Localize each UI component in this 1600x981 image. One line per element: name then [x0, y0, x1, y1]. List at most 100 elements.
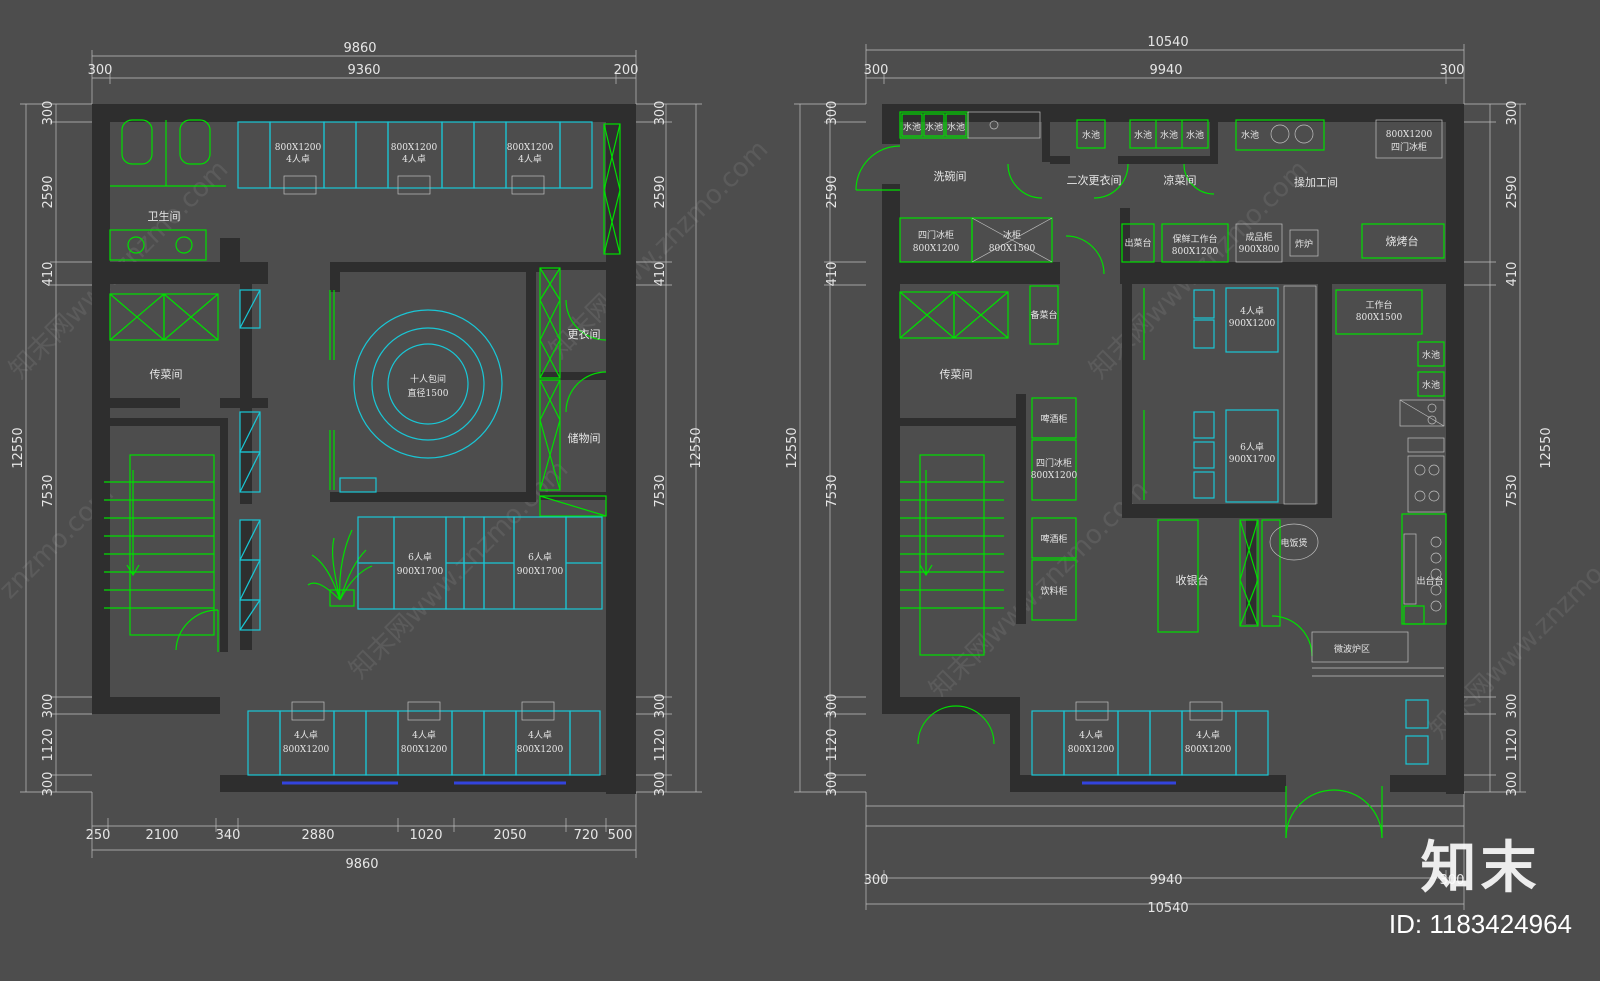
table-size-label: 800X1200 — [283, 745, 330, 755]
table-seats-label: 4人卓 — [1079, 729, 1103, 741]
sink-label: 水池 — [1082, 129, 1100, 141]
pass-table — [1121, 223, 1155, 263]
dim-top-total: 9860 — [343, 41, 376, 56]
toilet-icon — [121, 119, 153, 165]
table-size-label: 900X1700 — [397, 567, 444, 577]
microwave-label: 微波炉区 — [1334, 643, 1370, 655]
left-floor-plan: 9860 300 9360 200 12550 300 2590 410 753… — [11, 41, 704, 872]
stair-outline — [919, 454, 985, 656]
table-seats-label: 6人卓 — [408, 551, 432, 563]
dim-top: 200 — [614, 63, 639, 78]
left-staircase — [104, 454, 219, 652]
sink-unit — [1076, 119, 1106, 149]
fryer-label: 炸炉 — [1295, 238, 1313, 250]
room-label-toilet: 卫生间 — [148, 209, 181, 223]
right-walls — [882, 104, 1464, 794]
beer-cabinet-label: 啤酒柜 — [1040, 533, 1067, 545]
dim-side: 300 — [825, 101, 840, 126]
room-label-dish-wash: 洗碗间 — [934, 169, 967, 183]
left-private-room: 十人包间 直径1500 — [329, 290, 503, 493]
dim-side: 7530 — [825, 474, 840, 507]
table-seats-label: 4人卓 — [1196, 729, 1220, 741]
rice-cooker-label: 电饭煲 — [1280, 537, 1307, 549]
chair-icon — [511, 175, 545, 195]
room-label-second-change: 二次更衣间 — [1067, 173, 1122, 187]
dim-side: 300 — [653, 694, 668, 719]
room-label-serving: 传菜间 — [150, 368, 183, 381]
left-dimensions: 9860 300 9360 200 12550 300 2590 410 753… — [11, 41, 704, 872]
beer-cabinet-label: 啤酒柜 — [1040, 413, 1067, 425]
grill-label: 烧烤台 — [1386, 234, 1419, 248]
sink-unit — [1417, 371, 1445, 397]
door-swing — [1271, 615, 1313, 657]
dim-side: 300 — [1505, 101, 1520, 126]
right-serving-room: 备菜台 传菜间 — [899, 285, 1059, 381]
dim-side: 300 — [41, 772, 56, 797]
brand-id-text: ID: 1183424964 — [1388, 909, 1572, 939]
counter-label: 出台台 — [1416, 575, 1443, 587]
chair-icon — [291, 701, 325, 721]
sink-label: 水池 — [903, 121, 921, 133]
dim-side: 410 — [825, 262, 840, 287]
sink-label: 水池 — [1160, 129, 1178, 141]
stair-arrow-icon — [919, 564, 933, 577]
table-size-label: 800X1200 — [1068, 745, 1115, 755]
rice-cooker-icon — [1269, 523, 1319, 561]
room-label-storage: 储物间 — [568, 431, 601, 445]
sink-icon — [127, 236, 145, 254]
room-label-changing: 更衣间 — [568, 327, 601, 341]
dim-top: 300 — [864, 63, 889, 78]
dim-side: 300 — [653, 772, 668, 797]
table-size-label: 800X1200 — [275, 143, 322, 153]
beverage-cabinet-label: 饮料柜 — [1040, 585, 1067, 597]
dim-side: 410 — [41, 262, 56, 287]
table-seats-label: 4人卓 — [528, 729, 552, 741]
right-kitchen-top: 水池 水池 水池 洗碗间 水池 二次更衣间 水池 水池 水池 凉菜间 水池 — [855, 111, 1445, 275]
sink-unit — [1417, 341, 1445, 367]
dim-bottom: 9940 — [1149, 873, 1182, 888]
table-seats-label: 4人卓 — [518, 153, 542, 165]
right-bottom-booths: 4人卓 800X1200 4人卓 800X1200 — [1031, 701, 1383, 839]
dim-bottom: 250 — [86, 828, 111, 843]
door-swing — [565, 371, 607, 413]
dim-side: 300 — [825, 772, 840, 797]
table-seats-label: 4人卓 — [294, 729, 318, 741]
table-seats-label: 4人卓 — [412, 729, 436, 741]
vanity-counter — [109, 229, 207, 261]
table-size-label: 800X1200 — [401, 745, 448, 755]
prep-table — [1029, 285, 1059, 345]
dim-side: 300 — [1505, 694, 1520, 719]
left-wall-shelves — [239, 289, 261, 631]
dim-bottom: 300 — [1440, 873, 1465, 888]
round-table — [371, 327, 485, 441]
dim-top: 300 — [1440, 63, 1465, 78]
chair-icon — [1075, 701, 1109, 721]
round-table-title: 十人包间 — [410, 373, 446, 385]
fresh-worktable — [1161, 223, 1229, 263]
left-serving-room: 传菜间 — [109, 293, 219, 381]
service-cabinet — [339, 477, 377, 493]
sink-label: 水池 — [947, 121, 965, 133]
dim-height: 12550 — [785, 427, 800, 468]
chair-icon — [397, 175, 431, 195]
sink-label: 水池 — [925, 121, 943, 133]
dim-bottom: 500 — [608, 828, 633, 843]
door-swing — [1065, 235, 1105, 275]
sink-unit — [1235, 119, 1325, 151]
door-swing — [1093, 163, 1129, 199]
dim-side: 410 — [653, 262, 668, 287]
stair-outline — [129, 454, 215, 636]
rack-label: 成品柜 — [1245, 231, 1272, 243]
dim-bottom-total: 10540 — [1147, 901, 1188, 916]
cashier-label: 收银台 — [1176, 573, 1209, 587]
left-toilet-room: 卫生间 — [109, 119, 226, 261]
fridge-size-label: 800X1200 — [1031, 471, 1078, 481]
worktable-size: 800X1500 — [1356, 313, 1403, 323]
sink-label: 水池 — [1422, 379, 1440, 391]
door-swing — [1183, 163, 1215, 195]
table-size-label: 800X1200 — [517, 745, 564, 755]
door-swing — [917, 705, 957, 745]
dim-top-total: 10540 — [1147, 35, 1188, 50]
dim-side: 1120 — [653, 728, 668, 761]
